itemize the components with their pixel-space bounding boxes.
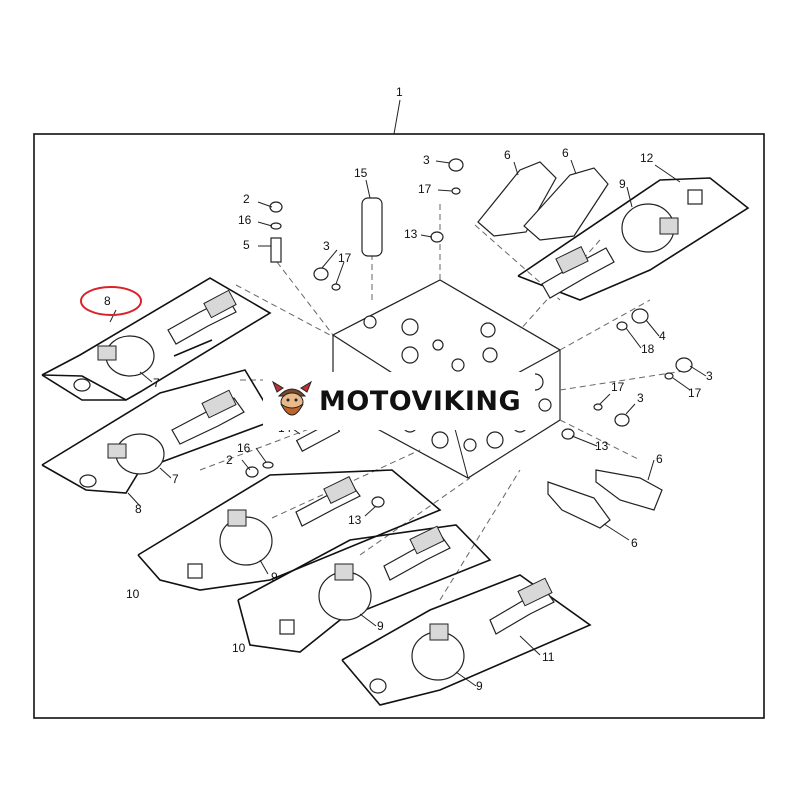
solenoid-coil-right [621,203,679,253]
solenoid-coil-bottom-2 [318,563,372,621]
valve-cartridge-bottom-2 [383,525,451,581]
o-ring-item-17-right [664,372,674,380]
callout-15: 15 [354,166,368,180]
solenoid-coil-left-1 [97,335,155,377]
nut-bottom-1 [187,563,203,579]
callout-13-top: 13 [404,227,418,241]
callout-7-left-1: 7 [153,376,160,390]
callout-6-right-1: 6 [656,452,663,466]
callout-2-left: 2 [226,453,233,467]
plug-item-15 [361,197,383,257]
o-ring-item-16-left [262,461,274,469]
callout-3-mid: 3 [637,391,644,405]
plug-item-13-mid [561,428,575,440]
o-ring-item-18 [616,321,628,331]
callout-17-mid: 17 [611,380,625,394]
callout-3-right: 3 [706,369,713,383]
callout-6-top-2: 6 [562,146,569,160]
relief-cartridge-top-1 [477,161,557,237]
callout-18: 18 [641,342,655,356]
nut-left-2 [79,474,97,488]
o-ring-item-16-top [270,222,282,230]
callout-13-mid: 13 [595,439,609,453]
valve-cartridge-left-1 [167,289,237,345]
callout-1: 1 [396,85,403,99]
callout-2-top: 2 [243,192,250,206]
plug-item-4 [631,308,649,324]
valve-cartridge-left-2 [171,389,245,445]
plug-item-2-top [269,201,283,213]
callout-10-bottom-2: 10 [232,641,246,655]
valve-cartridge-bottom-1 [295,476,361,527]
valve-cartridge-right [541,246,615,299]
viking-head-icon [271,380,313,416]
callout-16-top: 16 [238,213,252,227]
relief-cartridge-top-2 [523,167,609,241]
plug-item-2-left [245,466,259,478]
plug-item-3-mid [614,413,630,427]
plug-item-13-top [430,231,444,243]
watermark-text: MOTOVIKING [319,385,522,417]
callout-17-right: 17 [688,386,702,400]
plug-item-3-top [448,158,464,172]
callout-16-left: 16 [237,441,251,455]
plug-item-3-right [675,357,693,373]
o-ring-item-17-top [451,187,461,195]
callout-3-top: 3 [423,153,430,167]
callout-17-top: 17 [418,182,432,196]
relief-cartridge-right-2 [547,481,611,529]
callout-9-bottom-3: 9 [476,679,483,693]
nut-bottom-2 [279,619,295,635]
nut-right [687,189,703,205]
solenoid-coil-bottom-1 [219,509,273,566]
callout-9-right: 9 [619,177,626,191]
callout-5: 5 [243,238,250,252]
solenoid-coil-left-2 [107,433,165,475]
callout-8-highlighted: 8 [104,294,111,308]
callout-3-left: 3 [323,239,330,253]
valve-cartridge-bottom-3 [489,577,555,635]
plug-item-3-left [313,267,329,281]
callout-6-top-1: 6 [504,148,511,162]
highlight-circle [80,286,142,316]
plug-item-5 [270,237,282,263]
callout-8-left: 8 [135,502,142,516]
watermark: MOTOVIKING [263,372,535,430]
nut-bottom-3 [369,678,387,694]
callout-4: 4 [659,329,666,343]
solenoid-coil-bottom-3 [411,623,465,681]
callout-17-left: 17 [338,251,352,265]
callout-12: 12 [640,151,654,165]
diagram-frame [33,133,765,719]
callout-13-bottom: 13 [348,513,362,527]
callout-10-bottom-1: 10 [126,587,140,601]
callout-6-right-2: 6 [631,536,638,550]
callout-7-left-2: 7 [172,472,179,486]
o-ring-item-17-left [331,283,341,291]
callout-11: 11 [542,650,555,664]
o-ring-item-17-mid [593,403,603,411]
relief-cartridge-right-1 [595,469,663,511]
plug-item-13-bottom [371,496,385,508]
callout-9-bottom-1: 9 [271,570,278,584]
callout-9-bottom-2: 9 [377,619,384,633]
nut-left-1 [73,378,91,392]
